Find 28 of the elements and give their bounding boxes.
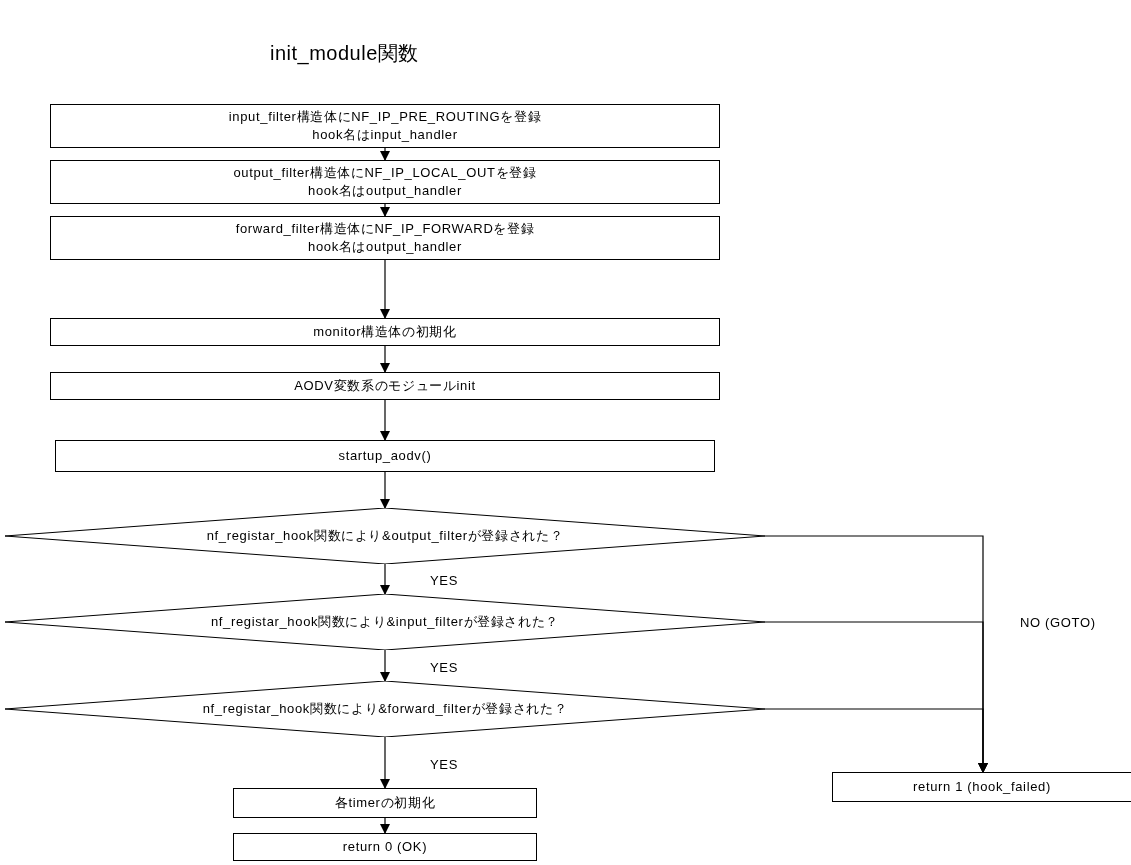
arrow [380,259,390,319]
edge-label: YES [430,658,458,677]
process-box: 各timerの初期化 [233,788,537,818]
arrow [380,203,390,217]
decision-diamond: nf_registar_hook関数により&forward_filterが登録された？ [5,681,765,737]
edge-label: YES [430,755,458,774]
arrow [380,471,390,509]
process-box: return 1 (hook_failed) [832,772,1131,802]
process-box: startup_aodv() [55,440,715,472]
arrow [380,399,390,441]
process-box: monitor構造体の初期化 [50,318,720,346]
arrow [380,563,390,595]
arrow [380,649,390,682]
decision-diamond: nf_registar_hook関数により&input_filterが登録された？ [5,594,765,650]
arrow [380,736,390,789]
arrow [764,708,988,773]
edge-label: NO (GOTO) [1020,614,1096,632]
process-box: forward_filter構造体にNF_IP_FORWARDを登録 hook名はoutput_handler [50,216,720,260]
diagram-title: init_module関数 [270,41,419,67]
arrow [380,817,390,834]
process-box: output_filter構造体にNF_IP_LOCAL_OUTを登録 hook名はoutput_handler [50,160,720,204]
decision-diamond: nf_registar_hook関数により&output_filterが登録された？ [5,508,765,564]
arrow [380,147,390,161]
process-box: AODV変数系のモジュールinit [50,372,720,400]
arrow [380,345,390,373]
process-box: return 0 (OK) [233,833,537,861]
process-box: input_filter構造体にNF_IP_PRE_ROUTINGを登録 hook名はinput_handler [50,104,720,148]
edge-label: YES [430,572,458,590]
